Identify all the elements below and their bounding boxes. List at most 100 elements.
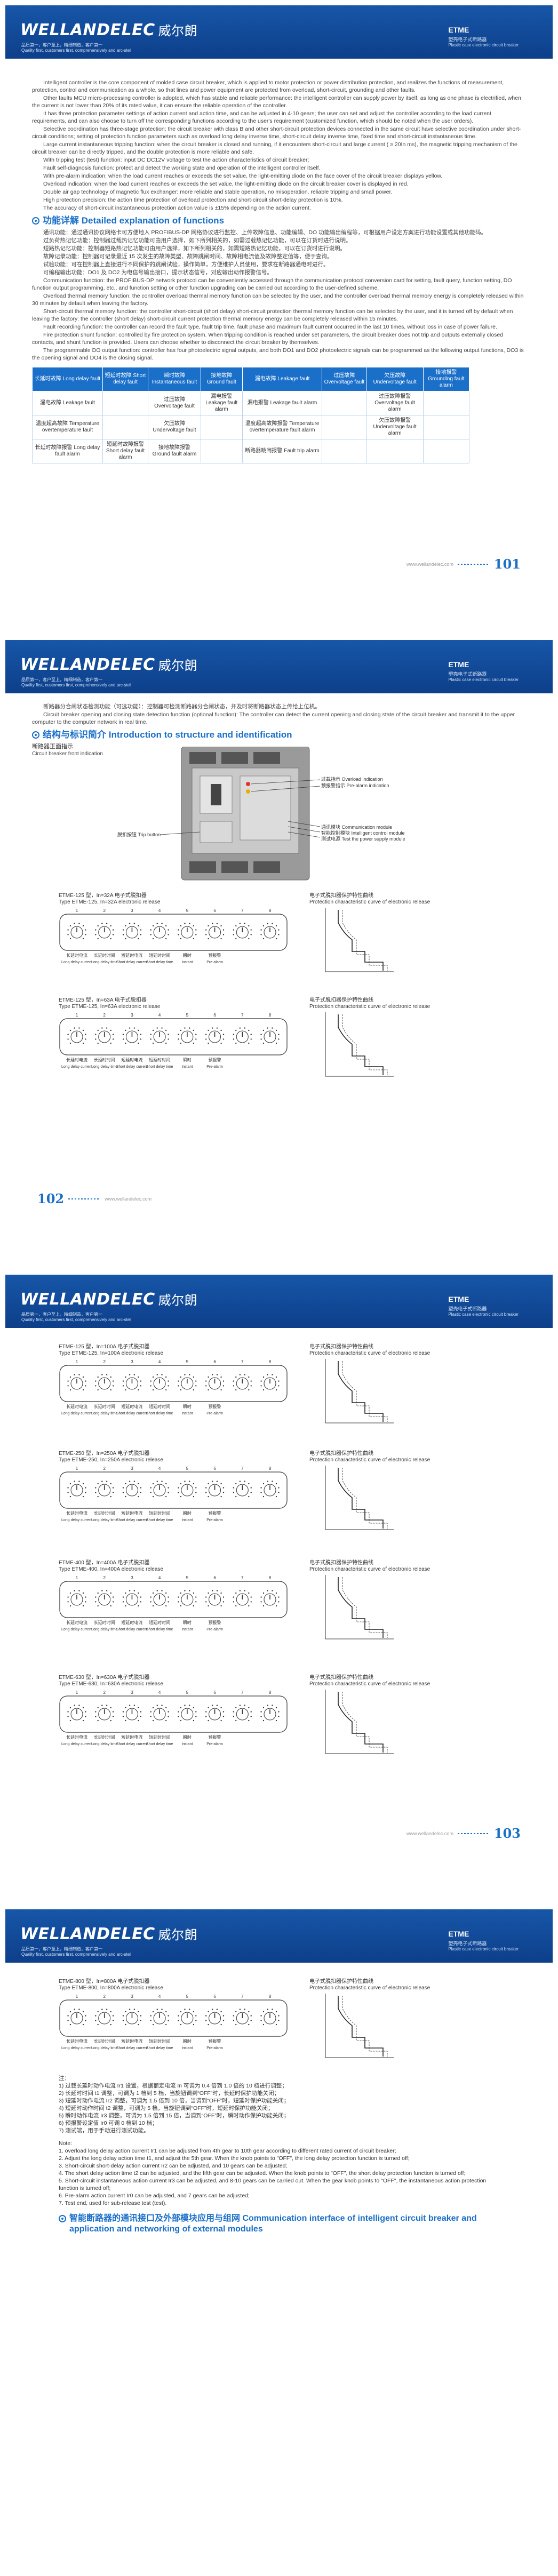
knob-tick (211, 1374, 213, 1375)
knob-tick (97, 1029, 99, 1031)
note-en: 5. Short-circuit instantaneous action cu… (59, 2178, 487, 2191)
knob-tick (138, 1605, 139, 1607)
knob-label-en: Long delay time (91, 2046, 118, 2050)
knob-tick (222, 934, 225, 935)
fault-table-row: 温度超高故障 Temperature overtemperature fault… (32, 415, 470, 439)
knob-tick (152, 1029, 154, 1031)
knob-tick (250, 1385, 252, 1387)
release-panel-frame (59, 1999, 288, 2037)
knob-tick (85, 1596, 86, 1598)
knob-tick (262, 925, 265, 927)
trip-curve (338, 1361, 384, 1422)
knob-label-cn: 短延时电流 (121, 2038, 142, 2044)
knob-tick (140, 1034, 142, 1035)
knob-tick (216, 923, 218, 924)
knob-tick (205, 1716, 207, 1717)
knob-tick (278, 1596, 280, 1598)
page-number: 103 (493, 1826, 521, 1841)
knob-tick (152, 1389, 154, 1391)
knob-tick (110, 1389, 111, 1391)
knob-tick (82, 938, 84, 940)
knob-tick (95, 1596, 97, 1598)
trip-curve-tolerance (342, 1996, 388, 2057)
fault-table-cell: 断路器跳闸报警 Fault trip alarm (242, 439, 323, 463)
setting-knob: 1 (67, 908, 86, 940)
knob-tick (220, 2023, 222, 2026)
knob-tick (180, 1042, 182, 1044)
knob-tick (97, 1483, 99, 1485)
knob-tick (110, 1719, 111, 1722)
knob-tick (150, 1601, 152, 1603)
protection-curve (320, 1574, 395, 1643)
knob-tick (138, 1029, 139, 1031)
knob-tick (95, 1487, 97, 1489)
knob-tick (189, 1705, 190, 1706)
knob-tick (152, 1707, 154, 1709)
knob-label-cn: 长延时时间 (94, 1510, 115, 1516)
knob-tick (101, 1481, 103, 1482)
intro-paragraph: Fault self-diagnosis function: protect a… (43, 165, 321, 171)
knob-tick (250, 2020, 252, 2021)
knob-tick (67, 1492, 69, 1493)
knob-tick (112, 1034, 114, 1035)
knob-tick (193, 938, 195, 940)
knob-tick (235, 1707, 237, 1709)
knob-tick (138, 1483, 139, 1485)
knob-tick (193, 1042, 195, 1044)
knob-tick (168, 2020, 169, 2021)
setting-knob: 8 (260, 908, 280, 940)
knob-tick (69, 1483, 71, 1485)
knob-label-en: Short delay time (146, 1742, 173, 1746)
note-cn: 1) 过载长延时动作电流 Ir1 设置，根据额定电流 In 可调为 0.4 倍到… (59, 2083, 288, 2089)
knob-number: 7 (241, 1994, 244, 1999)
knob-tick (220, 1376, 222, 1378)
knob-tick (216, 1705, 218, 1706)
knob-label-en: Pre-alarm (206, 1412, 223, 1415)
knob-tick (152, 1605, 154, 1607)
knob-label-cn: 长延时电流 (66, 2038, 87, 2044)
knob-tick (180, 1592, 182, 1594)
knob-tick (195, 1380, 197, 1382)
knob-tick (82, 1605, 84, 1607)
knob-tick (150, 1034, 152, 1035)
knob-tick (106, 1374, 108, 1375)
knob-tick (220, 1495, 222, 1498)
intro-paragraph: Other faults MCU micro-processing contro… (32, 95, 521, 109)
knob-tick (260, 2020, 262, 2021)
intro-paragraph: Overload indication: when the load curre… (43, 181, 409, 187)
knob-tick (178, 1601, 179, 1603)
knob-tick (165, 1719, 167, 1722)
fault-table-cell: 欠压故障 Undervoltage fault (366, 367, 424, 391)
knob-tick (189, 1590, 190, 1591)
setting-knob: 6 (205, 1994, 225, 2026)
knob-tick (69, 1389, 71, 1391)
knob-tick (125, 925, 126, 927)
knob-tick (82, 925, 84, 927)
knob-tick (216, 1590, 218, 1591)
series-title: ETME 塑壳电子式断路器 Plastic case electronic ci… (448, 1295, 519, 1317)
knob-label-cn: 短延时电流 (121, 1510, 142, 1516)
callout-trip-button: 脱扣按钮 Trip button (117, 832, 161, 837)
knob-tick (278, 934, 280, 935)
fault-table-cell: 接地故障报警 Ground fault alarm (148, 439, 201, 463)
knob-tick (262, 1592, 265, 1594)
knob-number: 4 (158, 1359, 161, 1364)
knob-tick (112, 1038, 114, 1040)
setting-knob: 3 (122, 1994, 142, 2026)
knob-tick (233, 1711, 235, 1713)
knob-tick (165, 1389, 167, 1391)
knob-tick (67, 1716, 69, 1717)
knob-label-en: Short delay time (146, 2046, 173, 2050)
knob-tick (208, 1483, 209, 1485)
knob-tick (248, 938, 250, 940)
knob-tick (239, 1705, 241, 1706)
knob-tick (112, 1601, 114, 1603)
knob-label-en: Long delay time (91, 1742, 118, 1746)
knob-number: 7 (241, 1359, 244, 1364)
